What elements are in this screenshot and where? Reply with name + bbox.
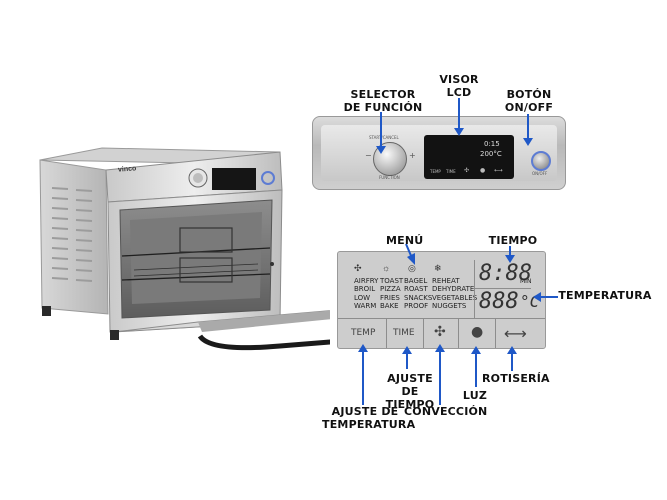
light-bulb-icon[interactable]: ● [471, 324, 484, 340]
arrow-temperatura [533, 292, 558, 302]
temp-digits: 888 [479, 289, 519, 314]
lcd-display-small: 0:15 200°C TEMP TIME ✣ ● ⟷ [424, 135, 514, 179]
time-unit: MIN [520, 278, 532, 285]
arrow-menu [405, 244, 415, 265]
menu-col-2: TOAST PIZZA FRIES BAKE [380, 277, 404, 311]
knob-plus: + [409, 151, 416, 160]
air-fryer-oven-image [39, 147, 330, 351]
callout-ajuste-temperatura: AJUSTE DE TEMPERATURA [322, 405, 416, 431]
time-button[interactable]: TIME [393, 328, 415, 338]
sun-icon: ☼ [382, 263, 391, 273]
arrow-tiempo [505, 246, 515, 263]
convection-fan-icon[interactable]: ✣ [434, 324, 446, 340]
menu-col-3: BAGEL ROAST SNACKS PROOF [404, 277, 433, 311]
menu-col-1: AIRFRY BROIL LOW WARM [354, 277, 379, 311]
small-btn-temp: TEMP [430, 169, 441, 174]
menu-col-4: REHEAT DEHYDRATE VEGETABLES NUGGETS [432, 277, 478, 311]
callout-conveccion: CONVECCIÓN [404, 405, 488, 418]
knob-top-label: START/CANCEL [369, 135, 399, 140]
power-button[interactable] [531, 151, 551, 171]
power-label: ON/OFF [532, 171, 548, 176]
btn-sep-3 [458, 318, 459, 348]
panel-divider-digits [475, 288, 531, 289]
arrow-visor [454, 98, 464, 136]
fan-icon: ✣ [354, 263, 362, 273]
small-btn-time: TIME [446, 169, 456, 174]
time-digits: 8:88 [479, 261, 532, 286]
arrow-ajuste-tiempo [402, 346, 412, 369]
small-time: 0:15 [484, 140, 500, 148]
callout-temperatura: TEMPERATURA [558, 289, 652, 302]
arrow-ajuste-temperatura [358, 344, 368, 405]
small-rotate-icon: ⟷ [494, 167, 503, 174]
callout-selector: SELECTOR DE FUNCIÓN [343, 88, 423, 114]
callout-tiempo: TIEMPO [488, 234, 538, 247]
btn-sep-2 [423, 318, 424, 348]
control-strip: START/CANCEL − + FUNCTION 0:15 200°C TEM… [312, 116, 566, 190]
small-fan-icon: ✣ [464, 167, 470, 174]
btn-sep-1 [386, 318, 387, 348]
oven-illustration: vinco [38, 147, 330, 351]
temp-button[interactable]: TEMP [351, 328, 376, 338]
lcd-panel-large: ✣ ☼ ◎ ❄ AIRFRY BROIL LOW WARM TOAST PIZZ… [337, 251, 546, 349]
oven-brand-logo: vinco [117, 165, 137, 174]
btn-sep-4 [495, 318, 496, 348]
knob-bottom-label: FUNCTION [379, 175, 400, 180]
arrow-rotiseria [507, 346, 517, 371]
callout-visor: VISOR LCD [439, 73, 479, 99]
callout-ajuste-tiempo: AJUSTE DE TIEMPO [385, 372, 435, 411]
rotisserie-arrow-icon[interactable]: ⟷ [504, 324, 527, 343]
panel-divider-buttons [338, 318, 545, 319]
arrow-boton [523, 114, 533, 146]
arrow-conveccion [435, 344, 445, 405]
callout-luz: LUZ [462, 389, 488, 402]
arrow-selector [376, 112, 386, 154]
snowflake-icon: ❄ [434, 263, 442, 273]
arrow-luz [471, 346, 481, 387]
knob-minus: − [365, 151, 372, 160]
panel-divider-vertical [474, 260, 475, 318]
bagel-icon: ◎ [408, 263, 416, 273]
callout-menu: MENÚ [386, 234, 424, 247]
callout-boton: BOTÓN ON/OFF [504, 88, 554, 114]
control-strip-face: START/CANCEL − + FUNCTION 0:15 200°C TEM… [321, 125, 557, 181]
small-temp: 200°C [480, 150, 502, 158]
callout-rotiseria: ROTISERÍA [482, 372, 550, 385]
small-light-icon: ● [480, 167, 486, 174]
